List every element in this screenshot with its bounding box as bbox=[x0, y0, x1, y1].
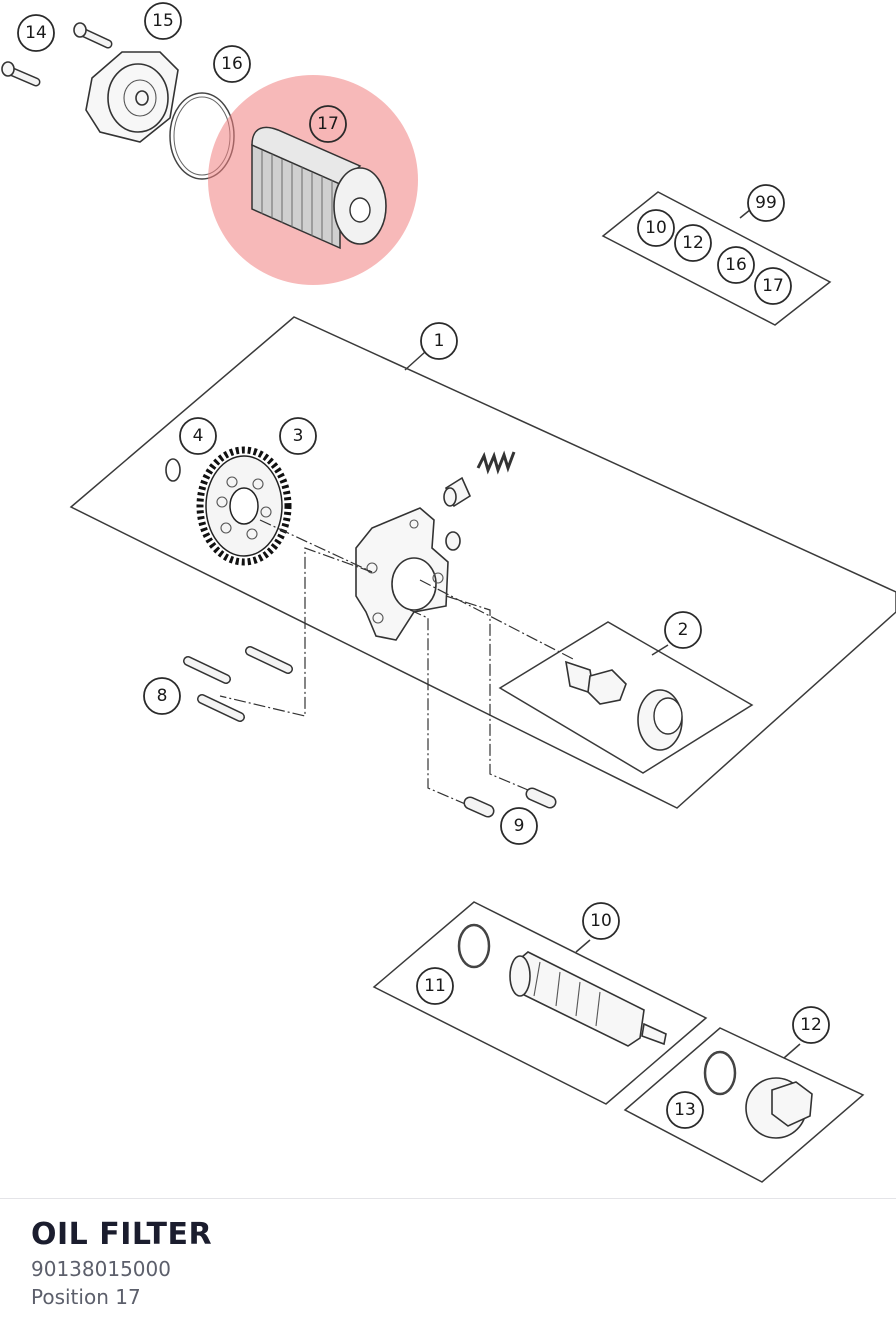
svg-text:16: 16 bbox=[725, 255, 747, 275]
circlip-4[interactable] bbox=[165, 458, 181, 482]
relief-valve-spring[interactable] bbox=[476, 450, 516, 475]
dowel-pin-9-a[interactable] bbox=[463, 796, 495, 818]
svg-text:99: 99 bbox=[755, 193, 777, 213]
rotor-kit-2-box bbox=[498, 621, 754, 774]
outer-rotor[interactable] bbox=[637, 689, 683, 751]
kit-callout-10[interactable]: 10 bbox=[637, 209, 675, 247]
plug-12-box bbox=[623, 1027, 865, 1183]
svg-text:17: 17 bbox=[762, 276, 784, 296]
svg-text:1: 1 bbox=[434, 331, 445, 351]
svg-text:10: 10 bbox=[590, 911, 612, 931]
kit-callout-16[interactable]: 16 bbox=[717, 246, 755, 284]
kit-callout-17[interactable]: 17 bbox=[754, 267, 792, 305]
svg-text:2: 2 bbox=[678, 620, 689, 640]
screw-plug-12[interactable] bbox=[745, 1077, 813, 1139]
svg-text:4: 4 bbox=[193, 426, 204, 446]
bolt-8-b[interactable] bbox=[245, 646, 293, 674]
svg-text:16: 16 bbox=[221, 54, 243, 74]
svg-text:3: 3 bbox=[293, 426, 304, 446]
kit-callout-12[interactable]: 12 bbox=[674, 224, 712, 262]
svg-text:12: 12 bbox=[682, 233, 704, 253]
svg-text:11: 11 bbox=[424, 976, 446, 996]
o-ring-11[interactable] bbox=[457, 923, 491, 969]
callout-4[interactable]: 4 bbox=[179, 417, 217, 455]
oil-filter-17-highlighted[interactable] bbox=[208, 75, 418, 285]
exploded-parts-diagram: 14 15 16 17 99 10 12 16 17 1 4 3 2 8 9 1… bbox=[1, 2, 896, 1183]
bolt-14-lower[interactable] bbox=[1, 61, 41, 87]
svg-text:9: 9 bbox=[514, 816, 525, 836]
inner-rotor[interactable] bbox=[564, 660, 627, 705]
bolt-14-upper[interactable] bbox=[73, 22, 113, 49]
svg-text:13: 13 bbox=[674, 1100, 696, 1120]
valve-cartridge[interactable] bbox=[509, 951, 667, 1047]
callout-2[interactable]: 2 bbox=[664, 611, 702, 649]
relief-valve-piston[interactable] bbox=[443, 476, 472, 508]
svg-text:17: 17 bbox=[317, 114, 339, 134]
pump-gear-3[interactable] bbox=[196, 446, 292, 566]
part-number: 90138015000 bbox=[31, 1257, 171, 1281]
part-title: OIL FILTER bbox=[31, 1217, 213, 1252]
assembly-center-lines bbox=[219, 519, 576, 807]
callout-99[interactable]: 99 bbox=[747, 184, 785, 222]
part-position: Position 17 bbox=[31, 1285, 141, 1309]
callout-11[interactable]: 11 bbox=[416, 967, 454, 1005]
svg-text:10: 10 bbox=[645, 218, 667, 238]
oil-pump-assembly-box bbox=[69, 316, 896, 809]
svg-text:8: 8 bbox=[157, 686, 168, 706]
callout-10[interactable]: 10 bbox=[582, 902, 620, 940]
callout-15[interactable]: 15 bbox=[144, 2, 182, 40]
svg-text:14: 14 bbox=[25, 23, 47, 43]
bolt-8-c[interactable] bbox=[197, 694, 245, 722]
filter-cover-15[interactable] bbox=[85, 51, 179, 143]
callout-14[interactable]: 14 bbox=[17, 14, 55, 52]
callout-16[interactable]: 16 bbox=[213, 45, 251, 83]
svg-text:15: 15 bbox=[152, 11, 174, 31]
oil-pump-housing[interactable] bbox=[355, 507, 449, 641]
callout-17[interactable]: 17 bbox=[309, 105, 347, 143]
svg-text:12: 12 bbox=[800, 1015, 822, 1035]
part-details-panel: OIL FILTER 90138015000 Position 17 bbox=[0, 1198, 896, 1335]
o-ring-13[interactable] bbox=[703, 1050, 737, 1096]
callout-9[interactable]: 9 bbox=[500, 807, 538, 845]
callout-1[interactable]: 1 bbox=[420, 322, 458, 360]
callout-12[interactable]: 12 bbox=[792, 1006, 830, 1044]
dowel-pin-9-b[interactable] bbox=[525, 787, 557, 809]
bolt-8-a[interactable] bbox=[183, 656, 231, 684]
washer[interactable] bbox=[445, 531, 461, 551]
callout-3[interactable]: 3 bbox=[279, 417, 317, 455]
callout-13[interactable]: 13 bbox=[666, 1091, 704, 1129]
valve-10-box bbox=[372, 901, 708, 1105]
kit-99-box bbox=[601, 191, 832, 326]
callout-8[interactable]: 8 bbox=[143, 677, 181, 715]
